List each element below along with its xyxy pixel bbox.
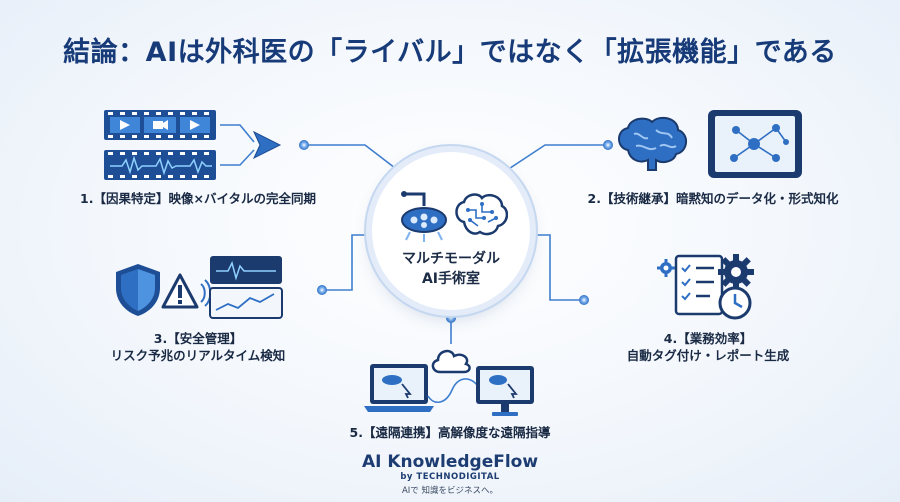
- monitor-icon: [476, 366, 534, 416]
- monitor-chart-icon: [209, 256, 283, 319]
- hub-title-line1: マルチモーダル: [402, 251, 500, 267]
- video-filmstrip-icon: [104, 110, 216, 140]
- brand-tagline: AIで 知識をビジネスへ。: [401, 486, 499, 496]
- connector-1: [304, 144, 409, 179]
- tablet-network-icon: [708, 110, 802, 178]
- node-1-label: 1.【因果特定】映像×バイタルの完全同期: [80, 191, 316, 206]
- sync-line-icon: [427, 378, 479, 403]
- node-4-label-line1: 4.【業務効率】: [663, 331, 753, 346]
- gear-icon: [718, 254, 754, 290]
- page-title: 結論：AIは外科医の「ライバル」ではなく「拡張機能」である: [63, 37, 837, 68]
- node-3-label-line1: 3.【安全管理】: [153, 331, 243, 346]
- brain-circuit-icon: [455, 193, 508, 236]
- vital-waveform-icon: [104, 150, 216, 180]
- connector-2: [494, 144, 608, 179]
- clock-icon: [718, 286, 752, 320]
- surgical-light-icon: [401, 191, 447, 242]
- merge-arrow-icon: [220, 124, 282, 166]
- brain-icon: [618, 116, 687, 171]
- cloud-icon: [431, 349, 471, 374]
- connector-4: [530, 234, 584, 301]
- node-2-label: 2.【技術継承】暗黙知のデータ化・形式知化: [587, 191, 839, 206]
- gear-icon: [657, 259, 675, 277]
- node-5-label: 5.【遠隔連携】高解像度な遠隔指導: [349, 425, 551, 440]
- warning-icon: [161, 273, 199, 309]
- central-hub: マルチモーダル AI手術室: [372, 152, 530, 310]
- shield-icon: [116, 264, 160, 316]
- checklist-report-icon: [674, 254, 724, 316]
- brand-by: by TECHNODIGITAL: [400, 472, 500, 482]
- laptop-icon: [364, 364, 434, 412]
- hub-title-line2: AI手術室: [421, 271, 481, 287]
- brand-name: AI KnowledgeFlow: [361, 452, 539, 472]
- node-4-label-line2: 自動タグ付け・レポート生成: [626, 348, 790, 363]
- connector-3: [322, 234, 372, 291]
- node-3-label-line2: リスク予兆のリアルタイム検知: [110, 348, 286, 363]
